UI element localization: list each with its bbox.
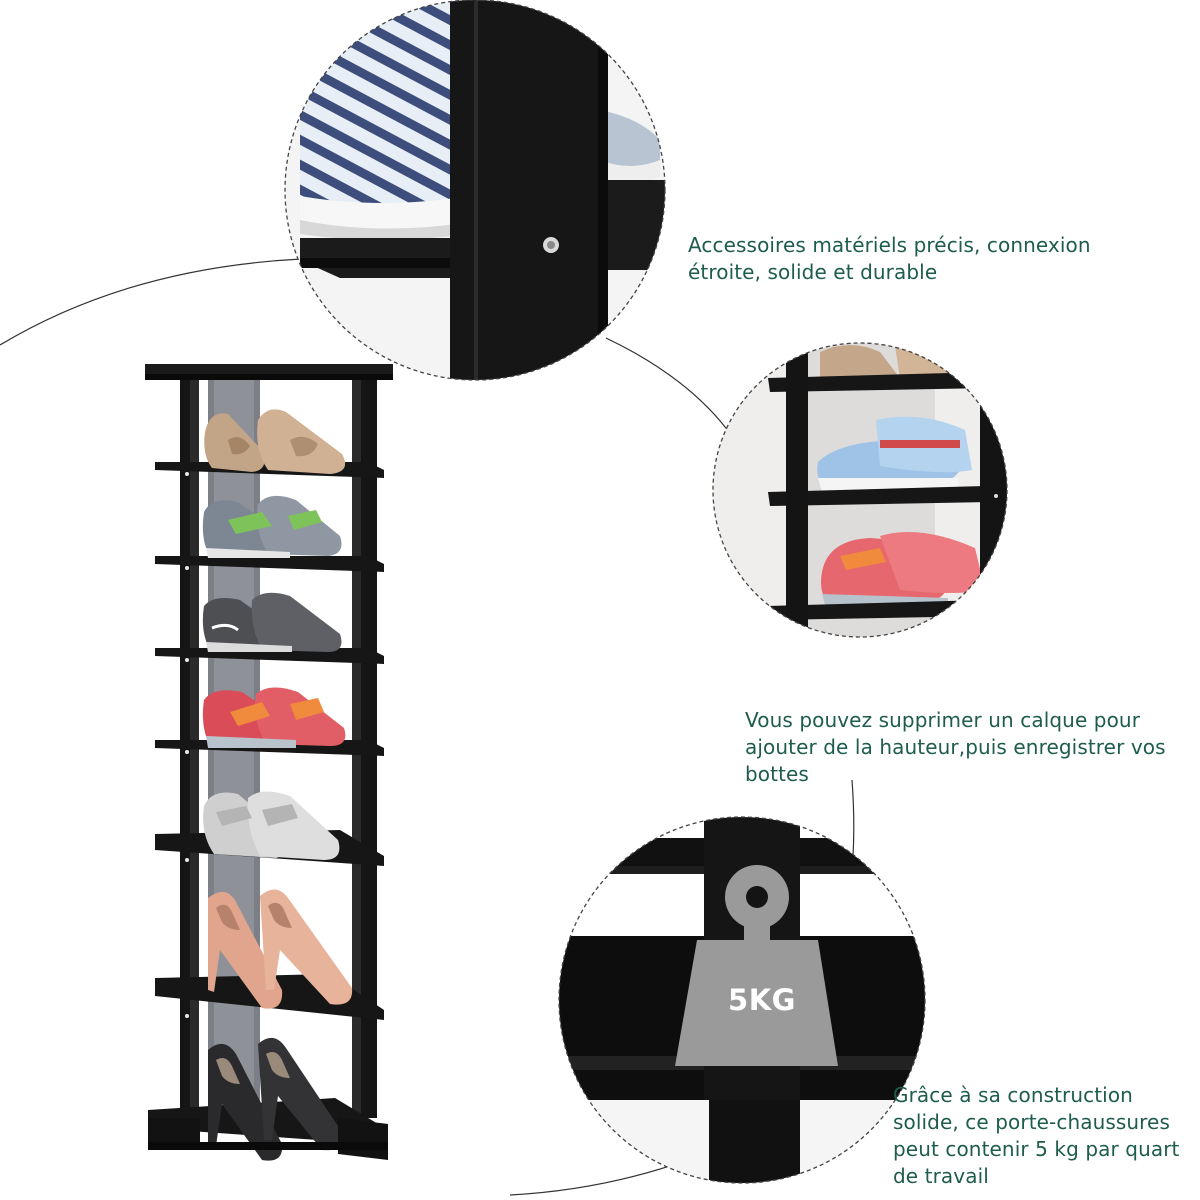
shoes-grey-laceups bbox=[203, 791, 340, 860]
weight-label: 5KG bbox=[728, 983, 796, 1017]
shoes-grey-sneakers bbox=[202, 495, 342, 558]
caption-adjustable: Vous pouvez supprimer un calque pour ajo… bbox=[745, 708, 1166, 786]
caption-hardware: Accessoires matériels précis, connexion … bbox=[688, 233, 1091, 284]
shoes-beige-flats bbox=[204, 409, 346, 474]
shoe-rack bbox=[145, 364, 393, 1161]
detail-circle-adjustable bbox=[712, 342, 1008, 638]
shoes-dark-sneakers bbox=[202, 592, 342, 652]
shoes-black-heels bbox=[208, 1037, 343, 1161]
shoes-nude-heels bbox=[208, 889, 353, 1009]
shoes-pink-sneakers bbox=[202, 687, 346, 748]
caption-capacity: Grâce à sa construction solide, ce porte… bbox=[893, 1083, 1180, 1188]
detail-circle-capacity bbox=[558, 816, 926, 1184]
detail-circle-hardware bbox=[284, 0, 666, 381]
weight-icon bbox=[675, 865, 838, 1066]
